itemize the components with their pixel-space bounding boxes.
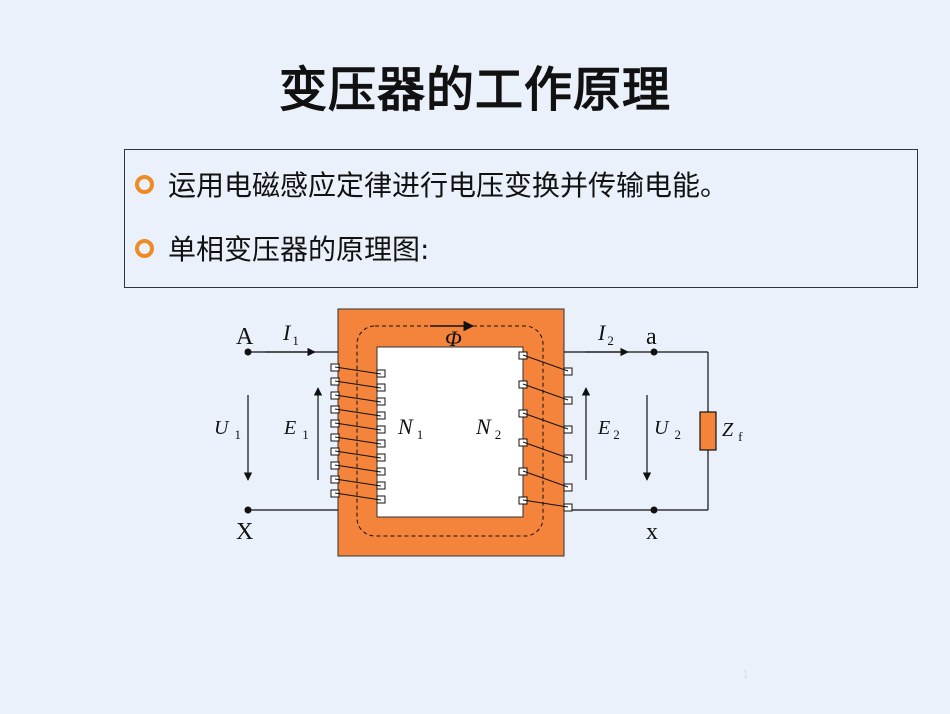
page-number: 1	[742, 668, 749, 681]
flux-path	[356, 325, 544, 537]
primary-winding	[330, 363, 386, 504]
load-impedance	[699, 411, 717, 451]
terminal-A-dot	[244, 348, 252, 356]
slide-title: 变压器的工作原理	[278, 62, 671, 118]
terminal-x-dot	[650, 506, 658, 514]
bullet-item-2: 单相变压器的原理图:	[135, 228, 429, 268]
flux-label: Φ	[445, 326, 462, 351]
terminal-X-label: X	[236, 519, 253, 545]
transformer-diagram: Φ	[214, 308, 743, 557]
bullet-text-2: 单相变压器的原理图:	[168, 233, 430, 266]
bullet-box: 运用电磁感应定律进行电压变换并传输电能。 单相变压器的原理图:	[124, 149, 918, 288]
core-window	[376, 346, 524, 518]
terminal-A-label: A	[236, 324, 254, 350]
bullet-circle-icon	[135, 174, 154, 194]
terminal-X-dot	[244, 506, 252, 514]
bullet-item-1: 运用电磁感应定律进行电压变换并传输电能。	[135, 164, 728, 204]
bullet-text-1: 运用电磁感应定律进行电压变换并传输电能。	[168, 169, 729, 202]
secondary-winding	[518, 351, 573, 512]
terminal-a-label: a	[646, 324, 657, 350]
terminal-x-label: x	[646, 519, 658, 545]
bullet-circle-icon	[135, 238, 154, 258]
terminal-a-dot	[650, 348, 658, 356]
